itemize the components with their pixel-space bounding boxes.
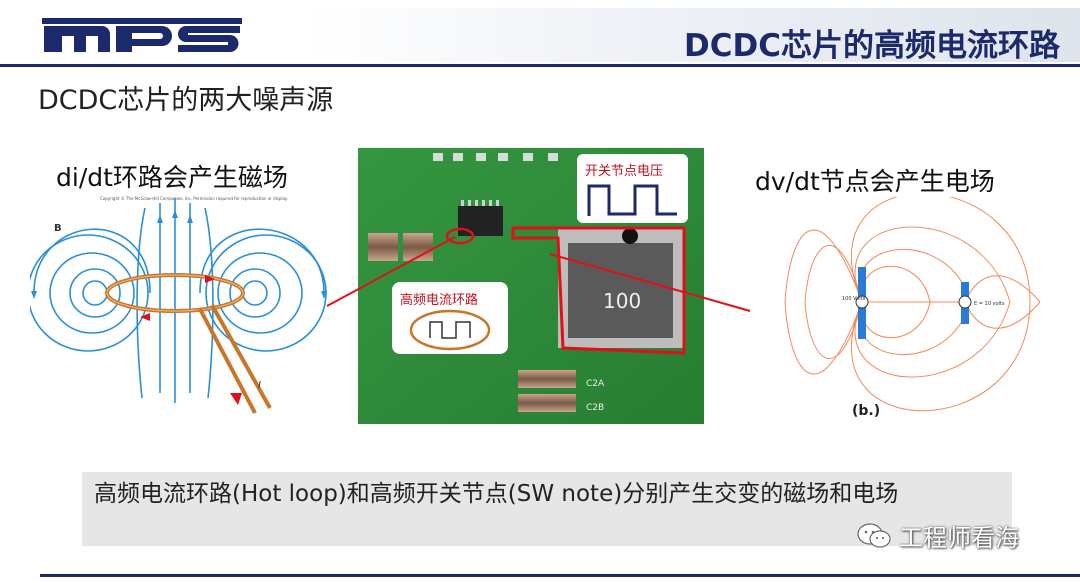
title-divider: [0, 64, 1080, 67]
cap-label-c2a: C2A: [586, 379, 605, 389]
mps-logo: [42, 18, 242, 52]
field-label-b: B: [54, 223, 62, 234]
left-charge-label: 100 Volts: [842, 296, 866, 302]
hot-loop-label: 高频电流环路: [400, 293, 479, 308]
wechat-watermark: 工程师看海: [857, 518, 1019, 553]
current-loop-icon: [409, 309, 491, 351]
slide-subtitle: DCDC芯片的两大噪声源: [38, 85, 334, 116]
bottom-divider: [40, 574, 1080, 577]
hot-loop-callout: 高频电流环路: [392, 282, 508, 354]
copyright-note: Copyright © The McGraw-Hill Companies, I…: [100, 196, 288, 201]
right-caption: dv/dt节点会产生电场: [755, 167, 995, 196]
watermark-text: 工程师看海: [899, 524, 1019, 552]
electric-field-figure: 100 Volts E = 10 volts (b.): [780, 197, 1048, 422]
inductor-marking: 100: [603, 289, 641, 313]
slide-title: DCDC芯片的高频电流环路: [684, 28, 1060, 64]
figure-label: (b.): [852, 403, 880, 419]
left-caption: di/dt环路会产生磁场: [56, 163, 288, 192]
switch-node-label: 开关节点电压: [585, 164, 664, 179]
switch-node-callout: 开关节点电压: [577, 154, 688, 223]
square-wave-icon: [587, 184, 677, 216]
title-bar: DCDC芯片的高频电流环路: [300, 8, 1080, 64]
summary-note-text: 高频电流环路(Hot loop)和高频开关节点(SW note)分别产生交变的磁…: [94, 481, 899, 507]
magnetic-field-figure: Copyright © The McGraw-Hill Companies, I…: [30, 193, 328, 421]
cap-label-c2b: C2B: [586, 403, 604, 413]
wechat-icon: [857, 522, 891, 548]
summary-note: 高频电流环路(Hot loop)和高频开关节点(SW note)分别产生交变的磁…: [82, 472, 1012, 546]
current-label: I: [258, 380, 261, 391]
right-charge-label: E = 10 volts: [974, 301, 1005, 307]
